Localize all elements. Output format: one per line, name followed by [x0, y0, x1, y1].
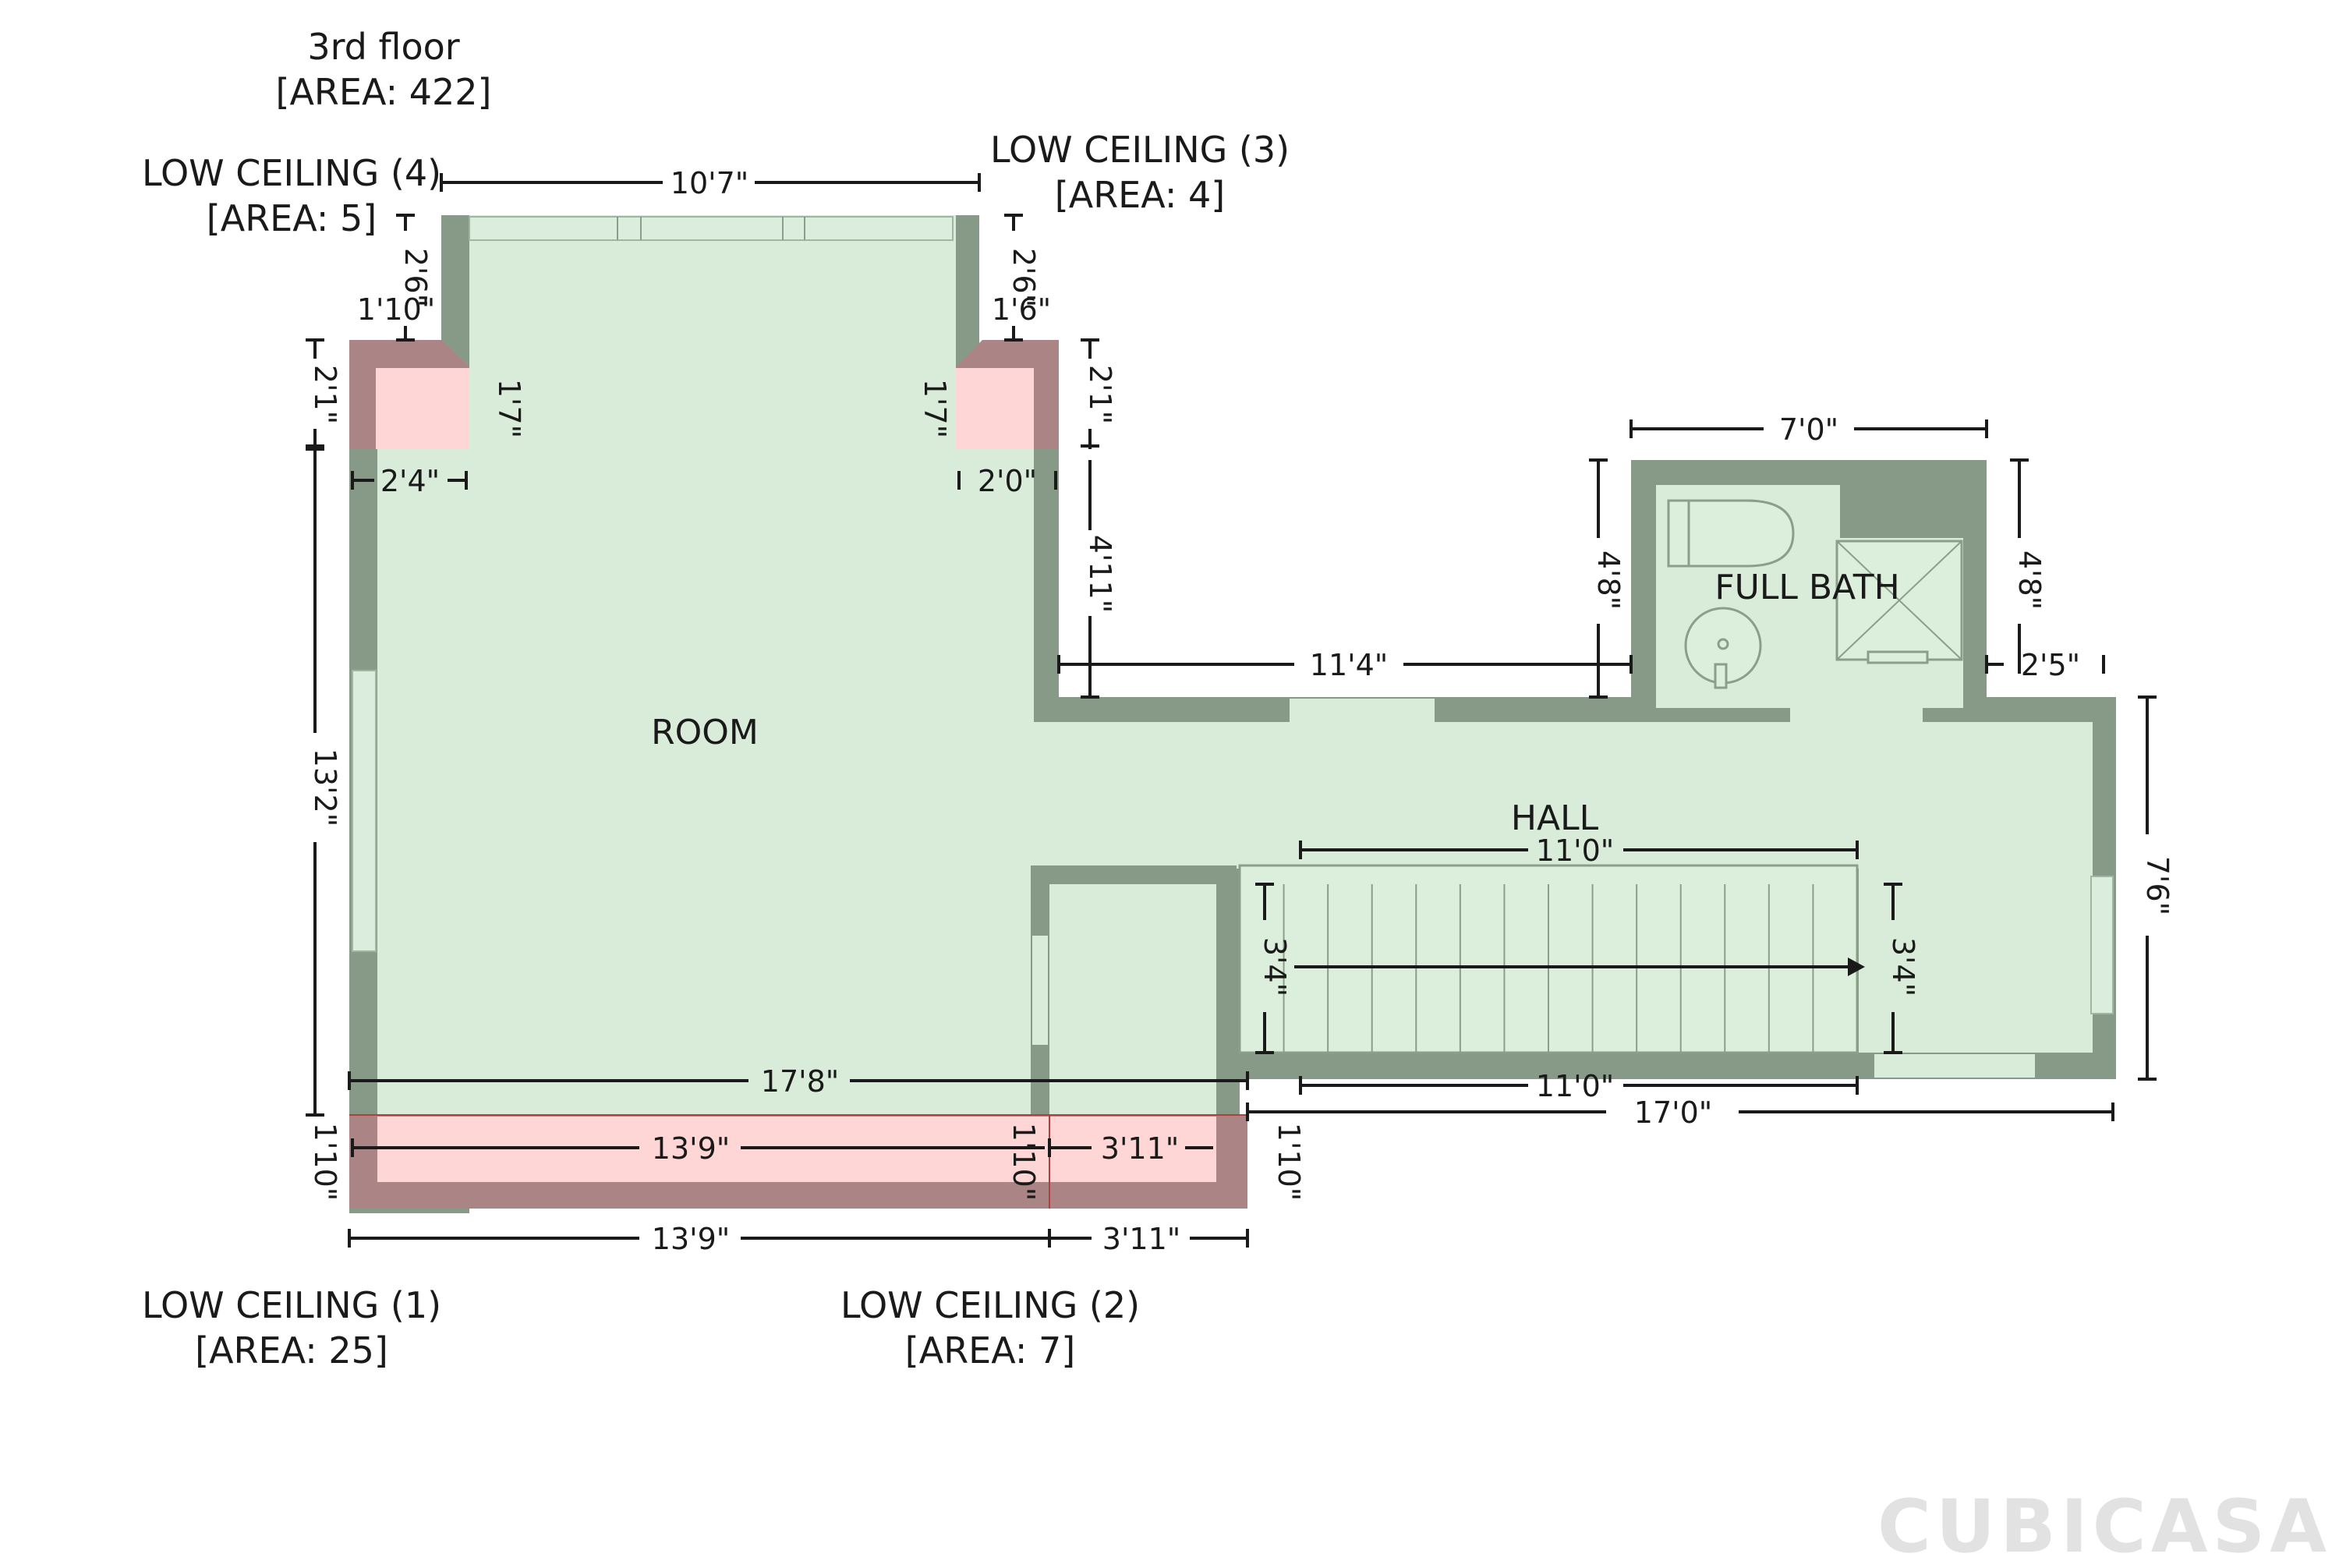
- cubicasa-logo: CUBICASA: [1877, 1485, 2331, 1568]
- dim-bath-width: 7'0": [1779, 412, 1838, 447]
- dim-lc1-width: 13'9": [652, 1131, 730, 1166]
- door-bath: [1790, 706, 1923, 722]
- dim-lc2-width: 3'11": [1101, 1131, 1179, 1166]
- dim-bath-step: 2'5": [2021, 648, 2080, 682]
- dim-lc3-width: 1'6": [992, 292, 1051, 327]
- dim-lc4-side: 2'1": [308, 365, 342, 424]
- dim-lc4-width: 1'10": [357, 292, 435, 327]
- low-ceiling-1-area: [AREA: 25]: [195, 1329, 388, 1372]
- low-ceiling-2-name: LOW CEILING (2): [840, 1284, 1140, 1326]
- dim-bottom-lc2: 3'11": [1102, 1222, 1180, 1256]
- dim-lc4-inner: 1'7": [492, 379, 526, 438]
- floor-label: 3rd floor [AREA: 422]: [276, 26, 492, 113]
- dim-lc3-height: 2'6": [1007, 248, 1041, 307]
- room-label: ROOM: [651, 713, 759, 752]
- dim-hall-height: 7'6": [2140, 856, 2174, 915]
- dim-lc2-height: 1'10": [1272, 1123, 1306, 1201]
- door-hall-bottom: [1874, 1054, 2035, 1078]
- door-hall-top: [1290, 699, 1435, 722]
- dim-room-height: 13'2": [308, 749, 342, 826]
- toilet-icon: [1683, 499, 1795, 568]
- dim-hall-top: 11'4": [1310, 648, 1388, 682]
- dim-stairs-top: 11'0": [1536, 834, 1614, 868]
- low-ceiling-4-area: [AREA: 5]: [207, 197, 377, 239]
- floor-area: [AREA: 422]: [276, 71, 492, 113]
- stair-direction-arrow-icon: [1848, 957, 1865, 976]
- windows: [352, 216, 2114, 1078]
- dim-bottom-lc1: 13'9": [652, 1222, 730, 1256]
- low-ceiling-labels: LOW CEILING (1) [AREA: 25] LOW CEILING (…: [142, 129, 1290, 1372]
- hall-label: HALL: [1511, 798, 1599, 838]
- stairs: [1238, 864, 1865, 1054]
- dim-bath-left: 4'8": [1591, 550, 1626, 610]
- dim-lc4-height: 2'6": [398, 248, 433, 307]
- dim-lc1-height: 1'10": [308, 1123, 342, 1201]
- dim-lc3-bottom: 2'0": [978, 464, 1037, 498]
- dim-stairs-right: 3'4": [1886, 937, 1920, 996]
- dim-room-right-upper: 4'11": [1083, 535, 1117, 613]
- dimension-labels: 10'7" 2'6" 1'10" 2'6" 1'6" 2'1" 1'7" 1'7…: [308, 166, 2174, 1256]
- low-ceiling-3-area: [AREA: 4]: [1055, 174, 1225, 216]
- low-ceiling-1-name: LOW CEILING (1): [142, 1284, 441, 1326]
- low-ceiling-3-name: LOW CEILING (3): [990, 129, 1290, 171]
- dim-lc3-side: 2'1": [1083, 365, 1117, 424]
- dim-total-width-room: 17'8": [761, 1064, 839, 1099]
- dim-stairs-left: 3'4": [1258, 937, 1292, 996]
- dim-lc4-bottom: 2'4": [380, 464, 440, 498]
- window-right: [2090, 876, 2114, 1014]
- dim-lc3-inner: 1'7": [918, 379, 952, 438]
- door-stair-left: [1032, 936, 1048, 1045]
- dim-top-width: 10'7": [671, 166, 748, 200]
- window-top: [469, 216, 954, 241]
- dim-lc2-left: 1'10": [1007, 1123, 1041, 1201]
- dimension-lines: [306, 173, 2157, 1248]
- dim-bath-right: 4'8": [2012, 550, 2047, 610]
- low-ceiling-2-area: [AREA: 7]: [905, 1329, 1075, 1372]
- window-left: [352, 670, 377, 952]
- full-bath-label: FULL BATH: [1714, 568, 1899, 607]
- floor-name: 3rd floor: [307, 26, 459, 68]
- bath-fixtures: [1667, 499, 1963, 689]
- dim-stairs-bottom: 11'0": [1536, 1069, 1614, 1103]
- dim-hall-width: 17'0": [1634, 1095, 1712, 1130]
- low-ceiling-4-name: LOW CEILING (4): [142, 152, 441, 194]
